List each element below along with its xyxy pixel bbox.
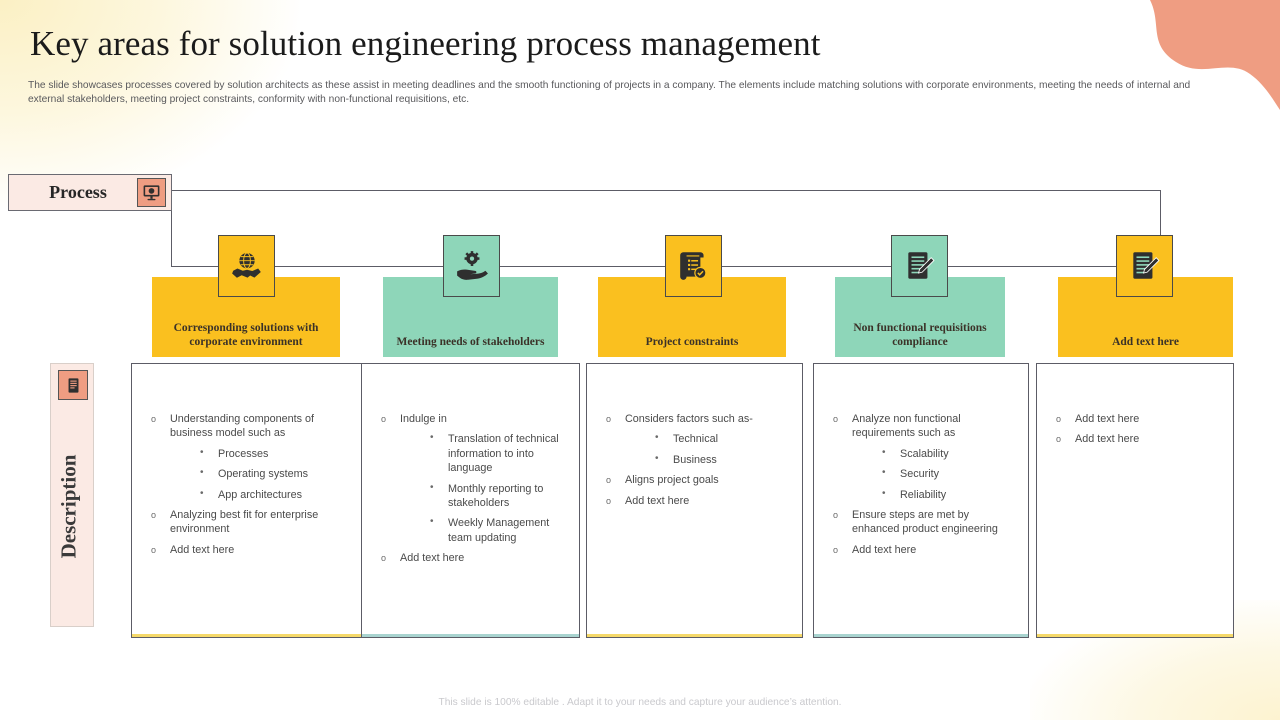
document-icon bbox=[58, 370, 88, 400]
card-accent-bar bbox=[814, 634, 1028, 637]
bullet-text: Considers factors such as- bbox=[625, 413, 753, 425]
card-accent-bar bbox=[132, 634, 361, 637]
page-subtitle: The slide showcases processes covered by… bbox=[28, 80, 1191, 105]
sub-bullet-item: Scalability bbox=[878, 446, 1016, 461]
notebook-pen-icon bbox=[1116, 235, 1173, 297]
bullet-text: Add text here bbox=[1075, 433, 1140, 446]
sub-bullet-text: Security bbox=[900, 468, 940, 481]
bullet-text: Indulge in bbox=[400, 413, 447, 425]
sub-bullet-item: Processes bbox=[196, 446, 349, 461]
sub-bullet-item: Translation of technical information to … bbox=[426, 431, 567, 475]
sub-bullet-text: Monthly reporting to stakeholders bbox=[448, 482, 544, 510]
sub-bullet-text: Business bbox=[673, 453, 717, 466]
sub-bullet-item: Business bbox=[651, 452, 790, 467]
footer-note: This slide is 100% editable . Adapt it t… bbox=[438, 697, 842, 708]
sub-bullet-item: App architectures bbox=[196, 487, 349, 502]
bullet-text: Add text here bbox=[852, 543, 917, 556]
bullet-text: Add text here bbox=[170, 543, 235, 556]
sub-bullet-list: ProcessesOperating systemsApp architectu… bbox=[196, 446, 349, 502]
sub-bullet-item: Weekly Management team updating bbox=[426, 515, 567, 545]
connector-left-vertical bbox=[171, 190, 172, 267]
column-header-label: Project constraints bbox=[645, 336, 739, 348]
card-accent-bar bbox=[1037, 634, 1233, 637]
description-label-text: Description bbox=[56, 454, 81, 559]
globe-handshake-icon bbox=[218, 235, 275, 297]
gear-in-hand-icon bbox=[443, 235, 500, 297]
bullet-item: Add text here bbox=[828, 543, 1016, 558]
card-accent-bar bbox=[587, 634, 802, 637]
document-pen-icon bbox=[891, 235, 948, 297]
sub-bullet-text: Scalability bbox=[900, 447, 949, 460]
sub-bullet-item: Security bbox=[878, 466, 1016, 481]
sub-bullet-text: Operating systems bbox=[218, 468, 309, 481]
column-header-label: Non functional requisitions compliance bbox=[853, 322, 987, 348]
column-header-label: Meeting needs of stakeholders bbox=[396, 336, 545, 348]
bullet-item: Add text here bbox=[1051, 412, 1221, 427]
bullet-item: Analyze non functional requirements such… bbox=[828, 412, 1016, 502]
sub-bullet-item: Monthly reporting to stakeholders bbox=[426, 481, 567, 511]
bullet-text: Add text here bbox=[1075, 413, 1140, 425]
column-header-label: Corresponding solutions with corporate e… bbox=[173, 322, 319, 348]
sub-bullet-text: Technical bbox=[673, 433, 719, 446]
page-title: Key areas for solution engineering proce… bbox=[30, 24, 821, 63]
bullet-item: Aligns project goals bbox=[601, 473, 790, 488]
bullet-text: Add text here bbox=[400, 552, 465, 565]
bullet-text: Understanding components of business mod… bbox=[170, 413, 315, 440]
bullet-list: Analyze non functional requirements such… bbox=[828, 412, 1016, 558]
sub-bullet-text: App architectures bbox=[218, 488, 303, 501]
column-header-label: Add text here bbox=[1112, 336, 1179, 348]
monitor-icon bbox=[137, 178, 166, 207]
connector-right-vertical bbox=[1160, 190, 1161, 267]
sub-bullet-text: Translation of technical information to … bbox=[448, 433, 559, 475]
bullet-item: Add text here bbox=[601, 494, 790, 509]
sub-bullet-text: Reliability bbox=[900, 488, 947, 501]
column-card-0[interactable]: Understanding components of business mod… bbox=[131, 363, 362, 638]
scroll-checklist-icon bbox=[665, 235, 722, 297]
sub-bullet-list: TechnicalBusiness bbox=[651, 431, 790, 467]
column-card-1[interactable]: Indulge inTranslation of technical infor… bbox=[361, 363, 580, 638]
connector-top-horizontal bbox=[171, 190, 1161, 191]
column-card-2[interactable]: Considers factors such as- TechnicalBusin… bbox=[586, 363, 803, 638]
process-row-label: Process bbox=[8, 174, 172, 211]
process-label-text: Process bbox=[49, 182, 107, 202]
bullet-item: Considers factors such as- TechnicalBusin… bbox=[601, 412, 790, 467]
sub-bullet-item: Reliability bbox=[878, 487, 1016, 502]
bullet-item: Understanding components of business mod… bbox=[146, 412, 349, 502]
bullet-item: Analyzing best fit for enterprise enviro… bbox=[146, 508, 349, 537]
column-header-2[interactable]: Project constraints bbox=[598, 277, 786, 357]
column-card-3[interactable]: Analyze non functional requirements such… bbox=[813, 363, 1029, 638]
description-row-label: Description bbox=[50, 363, 94, 627]
bullet-text: Analyzing best fit for enterprise enviro… bbox=[170, 509, 319, 536]
bullet-list: Understanding components of business mod… bbox=[146, 412, 349, 558]
bullet-item: Add text here bbox=[376, 551, 567, 566]
card-accent-bar bbox=[362, 634, 579, 637]
sub-bullet-item: Technical bbox=[651, 431, 790, 446]
bullet-text: Add text here bbox=[625, 494, 690, 507]
bullet-item: Add text here bbox=[1051, 432, 1221, 447]
bullet-text: Analyze non functional requirements such… bbox=[852, 413, 961, 440]
sub-bullet-text: Weekly Management team updating bbox=[448, 517, 550, 544]
bullet-list: Considers factors such as- TechnicalBusin… bbox=[601, 412, 790, 508]
sub-bullet-item: Operating systems bbox=[196, 466, 349, 481]
sub-bullet-text: Processes bbox=[218, 447, 269, 460]
bullet-list: Indulge inTranslation of technical infor… bbox=[376, 412, 567, 566]
sub-bullet-list: Translation of technical information to … bbox=[426, 431, 567, 545]
bullet-text: Ensure steps are met by enhanced product… bbox=[852, 509, 998, 536]
bullet-text: Aligns project goals bbox=[625, 474, 719, 487]
sub-bullet-list: ScalabilitySecurityReliability bbox=[878, 446, 1016, 502]
bullet-item: Add text here bbox=[146, 543, 349, 558]
bullet-item: Indulge inTranslation of technical infor… bbox=[376, 412, 567, 545]
bullet-item: Ensure steps are met by enhanced product… bbox=[828, 508, 1016, 537]
